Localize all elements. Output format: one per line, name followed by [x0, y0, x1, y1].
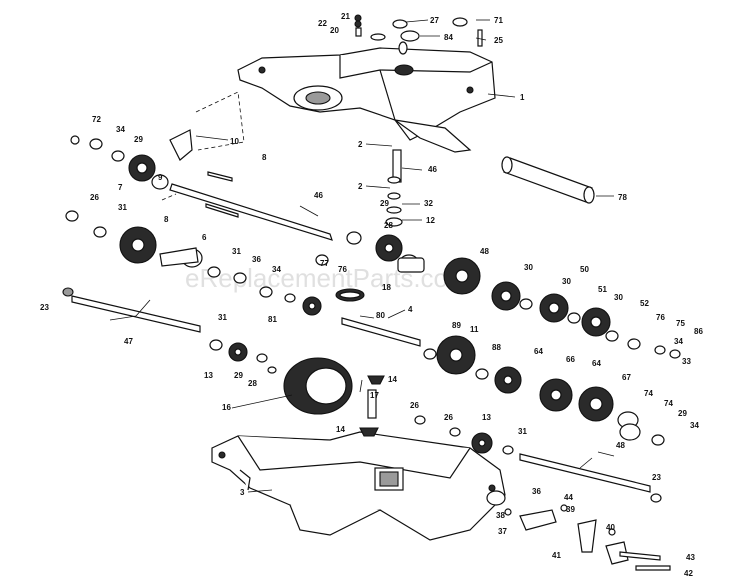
callout-28: 28 [384, 221, 393, 230]
callout-89: 89 [452, 321, 461, 330]
callout-2: 2 [358, 140, 363, 149]
callout-34: 34 [272, 265, 281, 274]
callout-64: 64 [534, 347, 543, 356]
callout-9: 9 [158, 173, 163, 182]
callout-16: 16 [222, 403, 231, 412]
misc-parts [159, 129, 671, 571]
callout-75: 75 [676, 319, 685, 328]
callout-labels: 1 2 2 3 4 6 7 8 8 9 10 11 12 13 13 14 14… [40, 12, 703, 578]
callout-31: 31 [232, 247, 241, 256]
callout-50: 50 [580, 265, 589, 274]
callout-36: 36 [252, 255, 261, 264]
leader-lines [109, 19, 615, 493]
callout-11: 11 [470, 325, 479, 334]
callout-26: 26 [410, 401, 419, 410]
callout-12: 12 [426, 216, 435, 225]
callout-8: 8 [164, 215, 169, 224]
callout-26: 26 [90, 193, 99, 202]
callout-80: 80 [376, 311, 385, 320]
callout-14: 14 [336, 425, 345, 434]
callout-23: 23 [40, 303, 49, 312]
callout-88: 88 [492, 343, 501, 352]
callout-13: 13 [204, 371, 213, 380]
callout-25: 25 [494, 36, 503, 45]
callout-23: 23 [652, 473, 661, 482]
callout-1: 1 [520, 93, 525, 102]
callout-48: 48 [480, 247, 489, 256]
callout-8: 8 [262, 153, 267, 162]
callout-38: 38 [496, 511, 505, 520]
callout-29: 29 [380, 199, 389, 208]
callout-22: 22 [318, 19, 327, 28]
callout-36: 36 [532, 487, 541, 496]
callout-76: 76 [656, 313, 665, 322]
callout-20: 20 [330, 26, 339, 35]
lower-housing [211, 431, 506, 541]
callout-26: 26 [444, 413, 453, 422]
callout-34: 34 [116, 125, 125, 134]
callout-32: 32 [424, 199, 433, 208]
callout-52: 52 [640, 299, 649, 308]
callout-29: 29 [134, 135, 143, 144]
callout-2: 2 [358, 182, 363, 191]
callout-34: 34 [690, 421, 699, 430]
reference-lines [161, 91, 245, 201]
callout-33: 33 [682, 357, 691, 366]
callout-3: 3 [240, 488, 245, 497]
top-hardware [354, 14, 483, 55]
callout-78: 78 [618, 193, 627, 202]
shafts [71, 149, 651, 493]
callout-48: 48 [616, 441, 625, 450]
callout-18: 18 [382, 283, 391, 292]
callout-47: 47 [124, 337, 133, 346]
callout-84: 84 [444, 33, 453, 42]
callout-29: 29 [678, 409, 687, 418]
callout-46: 46 [428, 165, 437, 174]
callout-30: 30 [614, 293, 623, 302]
callout-74: 74 [664, 399, 673, 408]
callout-7: 7 [118, 183, 123, 192]
callout-28: 28 [248, 379, 257, 388]
upper-housing [237, 47, 496, 153]
callout-34: 34 [674, 337, 683, 346]
callout-81: 81 [268, 315, 277, 324]
callout-17: 17 [370, 391, 379, 400]
callout-6: 6 [202, 233, 207, 242]
callout-31: 31 [118, 203, 127, 212]
callout-30: 30 [562, 277, 571, 286]
callout-10: 10 [230, 137, 239, 146]
callout-13: 13 [482, 413, 491, 422]
callout-21: 21 [341, 12, 350, 21]
gears [119, 154, 614, 454]
callout-39: 39 [566, 505, 575, 514]
callout-67: 67 [622, 373, 631, 382]
callout-43: 43 [686, 553, 695, 562]
callout-29: 29 [234, 371, 243, 380]
callout-51: 51 [598, 285, 607, 294]
callout-4: 4 [408, 305, 413, 314]
callout-74: 74 [644, 389, 653, 398]
callout-76: 76 [338, 265, 347, 274]
callout-44: 44 [564, 493, 573, 502]
callout-71: 71 [494, 16, 503, 25]
callout-37: 37 [498, 527, 507, 536]
callout-41: 41 [552, 551, 561, 560]
callout-31: 31 [218, 313, 227, 322]
callout-86: 86 [694, 327, 703, 336]
callout-72: 72 [92, 115, 101, 124]
callout-46: 46 [314, 191, 323, 200]
callout-31: 31 [518, 427, 527, 436]
callout-40: 40 [606, 523, 615, 532]
callout-42: 42 [684, 569, 693, 578]
callout-66: 66 [566, 355, 575, 364]
callout-30: 30 [524, 263, 533, 272]
callout-27: 27 [430, 16, 439, 25]
callout-64: 64 [592, 359, 601, 368]
callout-14: 14 [388, 375, 397, 384]
callout-77: 77 [320, 259, 329, 268]
